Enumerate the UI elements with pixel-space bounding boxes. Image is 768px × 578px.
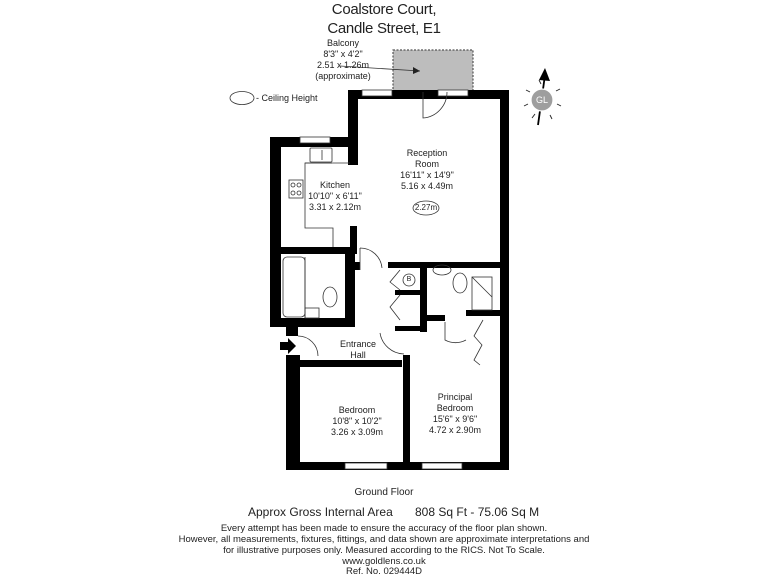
walls (270, 90, 509, 470)
disclaimer-line-3: for illustrative purposes only. Measured… (223, 545, 545, 556)
balcony-name: Balcony (326, 38, 360, 48)
disclaimer-line-1: Every attempt has been made to ensure th… (220, 523, 548, 534)
disclaimer-line-2: However, all measurements, fixtures, fit… (178, 534, 590, 545)
balcony-metric: 2.51 x 1.26m (316, 60, 370, 70)
property-title: Coalstore Court, Candle Street, E1 (0, 0, 768, 38)
principal-bedroom-name-2: Bedroom (436, 403, 474, 413)
reception-name-2: Room (414, 159, 439, 169)
entrance-hall-label: Entrance Hall (330, 339, 386, 361)
principal-bedroom-metric: 4.72 x 2.90m (428, 425, 482, 435)
principal-bedroom-imperial: 15'6" x 9'6" (432, 414, 478, 424)
ceiling-height-badge (412, 200, 440, 216)
bedroom-name: Bedroom (338, 405, 376, 415)
boiler-icon (402, 273, 416, 287)
kitchen-name: Kitchen (319, 180, 351, 190)
balcony-imperial: 8'3" x 4'2" (323, 49, 363, 59)
kitchen-imperial: 10'10" x 6'11" (308, 191, 362, 201)
reference-number: Ref. No. 029444D (345, 566, 423, 577)
doors (297, 91, 467, 357)
kitchen-metric: 3.31 x 2.12m (308, 202, 362, 212)
boiler-label: B (406, 276, 412, 283)
bedroom-imperial: 10'8" x 10'2" (332, 416, 382, 426)
reception-ceiling-height: 2.27m (414, 203, 438, 212)
reception-name-1: Reception (406, 148, 448, 158)
floor-label: Ground Floor (354, 487, 414, 498)
balcony-area (339, 49, 474, 92)
principal-bedroom-name-1: Principal (437, 392, 473, 402)
website-link[interactable]: www.goldlens.co.uk (342, 556, 426, 567)
reception-imperial: 16'11" x 14'9" (400, 170, 454, 180)
balcony-label: Balcony 8'3" x 4'2" 2.51 x 1.26m (approx… (300, 38, 386, 82)
entrance-hall-name-2: Hall (350, 350, 366, 360)
title-line-2: Candle Street, E1 (327, 20, 441, 37)
entrance-arrow-icon (280, 338, 296, 354)
balcony-note: (approximate) (315, 71, 371, 81)
fixtures (282, 147, 493, 366)
ceiling-height-legend-label: - Ceiling Height (256, 93, 318, 103)
bedroom-label: Bedroom 10'8" x 10'2" 3.26 x 3.09m (322, 405, 392, 438)
compass-logo-text: GL (535, 95, 548, 105)
reception-room-label: Reception Room 16'11" x 14'9" 5.16 x 4.4… (384, 148, 470, 192)
windows (299, 89, 469, 470)
title-line-1: Coalstore Court, (331, 1, 437, 18)
principal-bedroom-label: Principal Bedroom 15'6" x 9'6" 4.72 x 2.… (420, 392, 490, 436)
gross-area-value: 808 Sq Ft - 75.06 Sq M (415, 505, 540, 519)
kitchen-label: Kitchen 10'10" x 6'11" 3.31 x 2.12m (305, 180, 365, 213)
ceiling-height-legend-icon (229, 91, 255, 105)
entrance-hall-name-1: Entrance (339, 339, 377, 349)
bedroom-metric: 3.26 x 3.09m (330, 427, 384, 437)
reception-metric: 5.16 x 4.49m (400, 181, 454, 191)
compass-icon (523, 68, 562, 126)
gross-area-label: Approx Gross Internal Area (248, 505, 393, 519)
